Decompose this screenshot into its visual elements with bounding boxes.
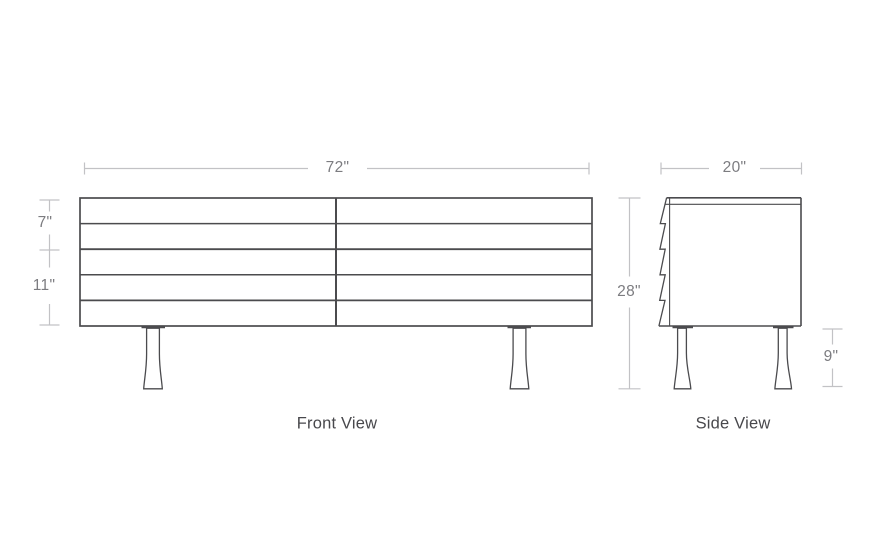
side-back-leg: [774, 327, 793, 390]
front-bottom-drawer-dimension-label: 11": [32, 277, 56, 294]
side-leg-dimension-line: [822, 328, 843, 388]
front-right-leg: [509, 327, 530, 390]
front-left-leg: [143, 327, 163, 390]
front-width-dimension-label: 72": [325, 159, 350, 176]
front-top-drawer-dimension-label: 7": [37, 214, 53, 231]
side-depth-dimension-label: 20": [722, 159, 747, 176]
front-width-dimension-line: [83, 162, 590, 175]
front-drawer-dimension-line: [39, 199, 60, 326]
side-depth-dimension-line: [660, 162, 803, 175]
side-view-drawing: [658, 197, 802, 390]
side-height-dimension-label: 28": [617, 283, 641, 300]
side-view-caption: Side View: [695, 414, 771, 433]
side-leg-dimension-label: 9": [823, 347, 839, 365]
side-slat-sawtooth-profile: [658, 197, 668, 327]
front-view-drawing: [79, 197, 593, 390]
dimension-linework: [39, 162, 843, 390]
side-front-leg: [673, 327, 692, 390]
side-height-dimension-line: [618, 197, 641, 390]
front-view-caption: Front View: [296, 414, 378, 433]
